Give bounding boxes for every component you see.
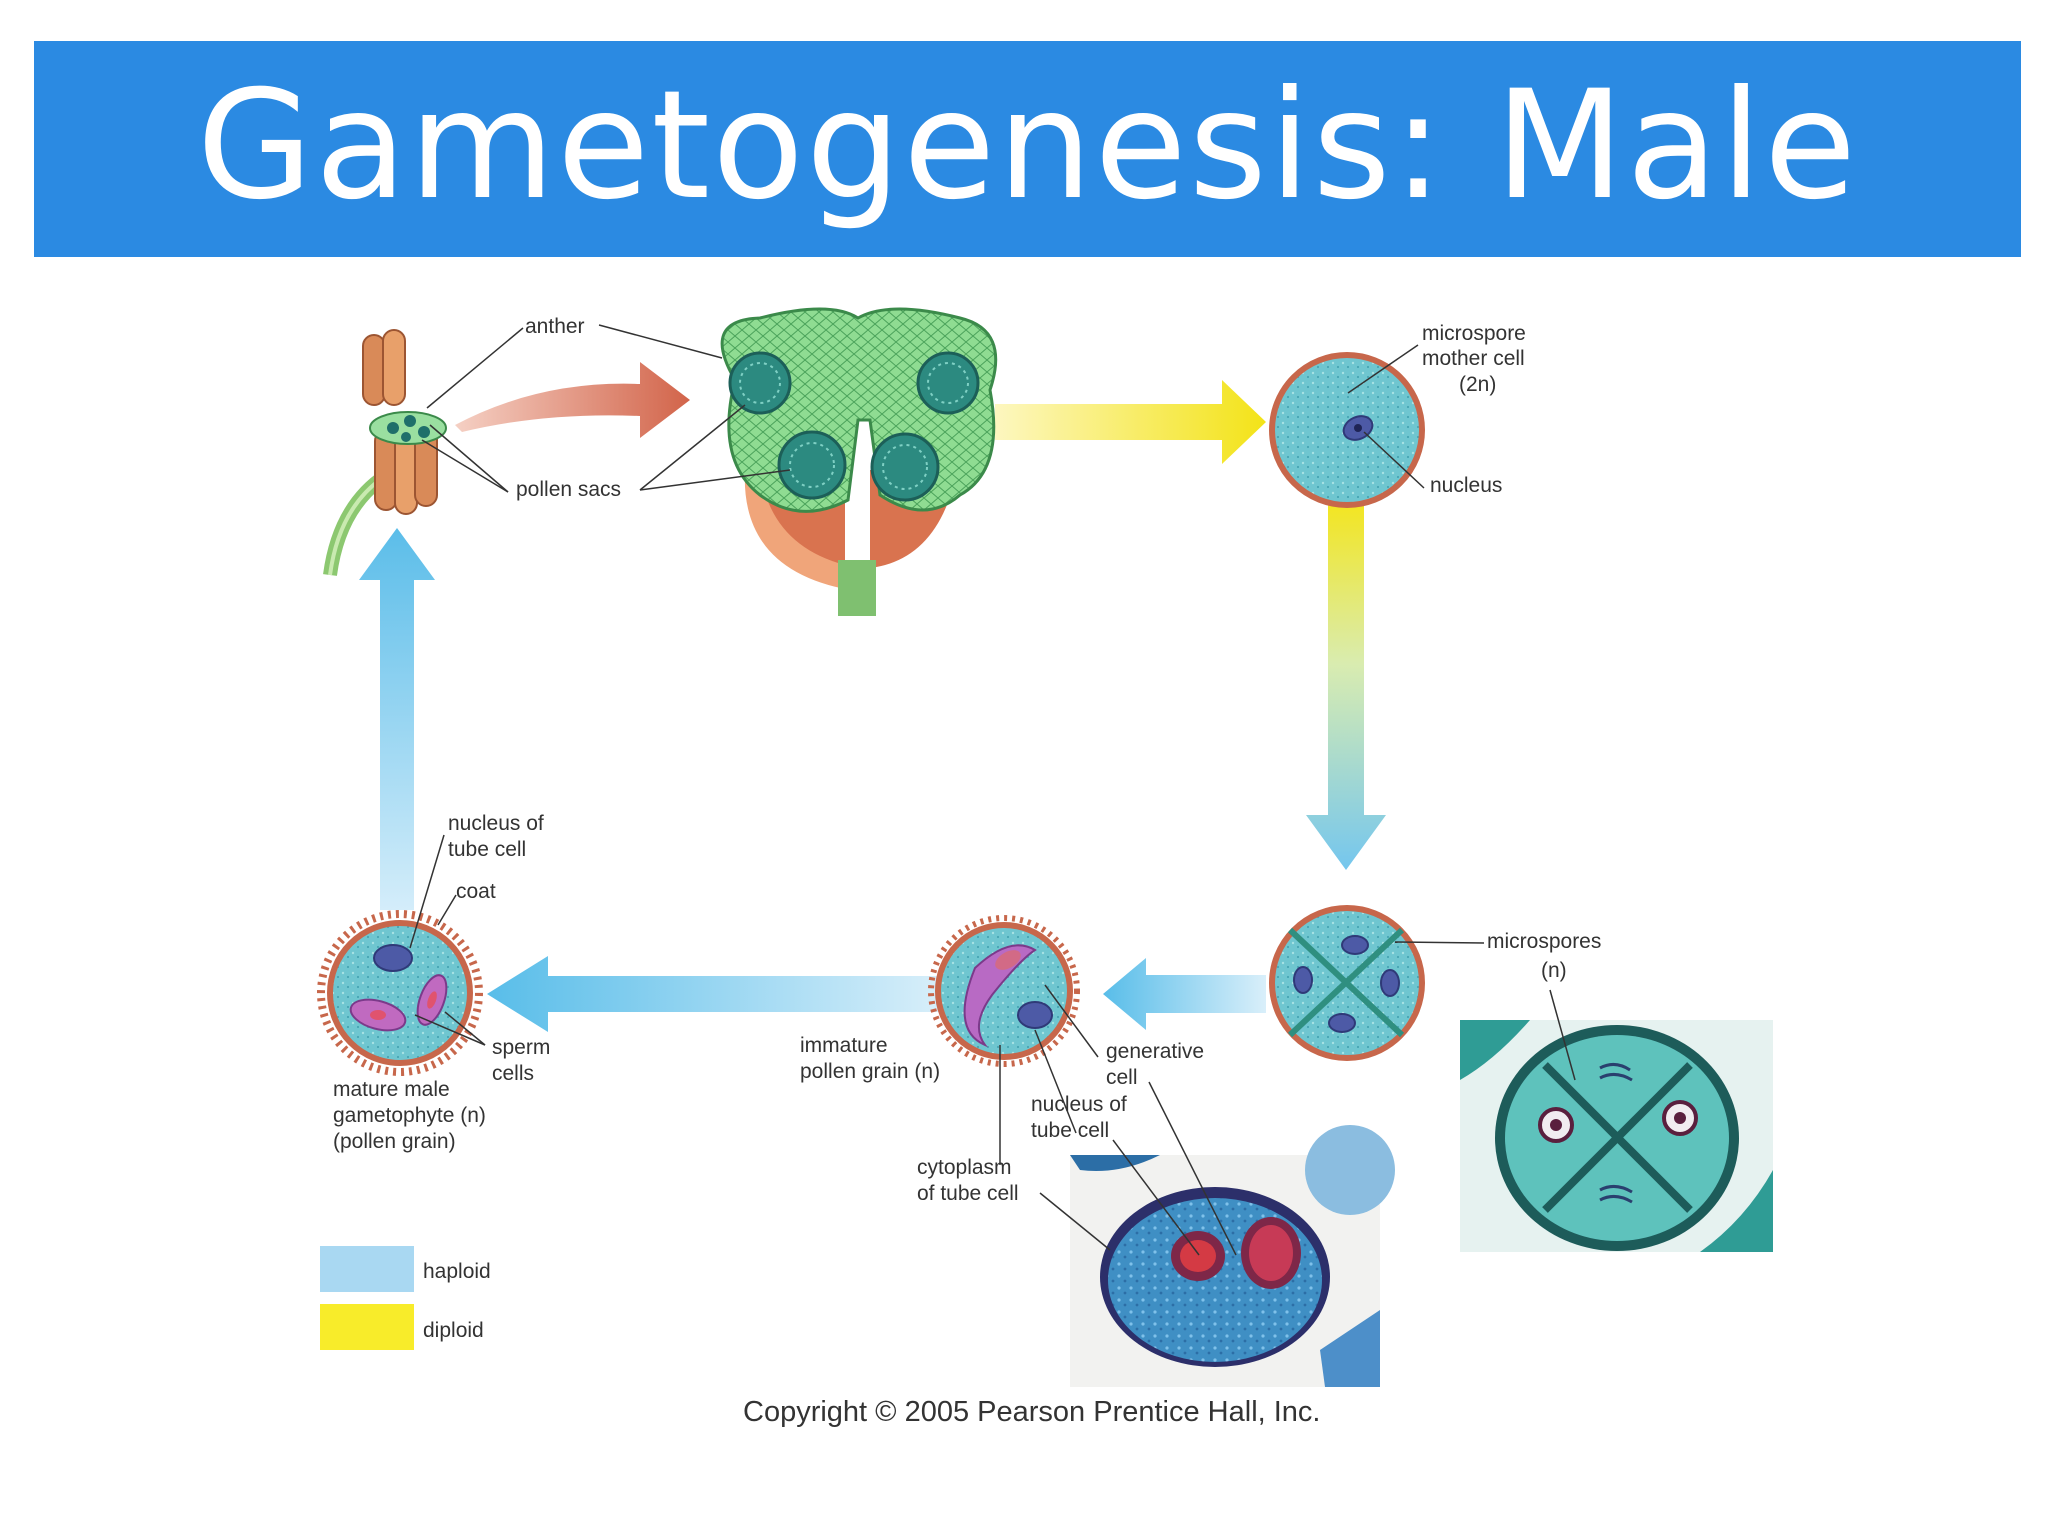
legend-label-haploid: haploid — [423, 1260, 491, 1283]
label-microspores-n: (n) — [1541, 959, 1567, 982]
legend-swatch-diploid — [320, 1304, 414, 1350]
label-nucleus-of-lower: nucleus of — [1031, 1093, 1127, 1116]
haploid-arrow-up — [359, 528, 435, 910]
microspore-mother-cell — [1269, 352, 1425, 508]
label-nucleus-of-upper: nucleus of — [448, 812, 544, 835]
label-microspore: microspore — [1422, 322, 1526, 345]
copyright-notice: Copyright © 2005 Pearson Prentice Hall, … — [743, 1396, 1321, 1428]
title-banner: Gametogenesis: Male — [34, 41, 2021, 257]
label-pollen-grain-n: pollen grain (n) — [800, 1060, 940, 1083]
anther-cross-section — [720, 307, 998, 616]
legend: haploid diploid — [320, 1246, 491, 1350]
label-generative-cell: cell — [1106, 1066, 1138, 1089]
microspore-tetrad — [1269, 905, 1425, 1061]
stamen-illustration — [323, 329, 447, 576]
label-gametophyte-n: gametophyte (n) — [333, 1104, 486, 1127]
label-2n: (2n) — [1459, 373, 1496, 396]
label-pollen-sacs: pollen sacs — [516, 478, 621, 501]
label-tube-cell-upper: tube cell — [448, 838, 526, 861]
label-immature: immature — [800, 1034, 888, 1057]
leader-lines — [409, 324, 1576, 1256]
micrograph-pollen — [1070, 1125, 1395, 1387]
label-anther: anther — [525, 315, 585, 338]
micrograph-tetrad — [1460, 1020, 1773, 1252]
anther-enlarge-arrow — [455, 362, 690, 438]
label-mature-male: mature male — [333, 1078, 450, 1101]
label-of-tube-cell: of tube cell — [917, 1182, 1019, 1205]
diploid-arrow-right — [995, 380, 1266, 464]
label-generative: generative — [1106, 1040, 1204, 1063]
label-sperm: sperm — [492, 1036, 550, 1059]
legend-label-diploid: diploid — [423, 1319, 484, 1342]
label-pollen-grain-paren: (pollen grain) — [333, 1130, 456, 1153]
label-microspores: microspores — [1487, 930, 1601, 953]
diploid-to-haploid-arrow-down — [1306, 496, 1386, 870]
label-nucleus: nucleus — [1430, 474, 1502, 497]
immature-pollen-grain — [928, 915, 1080, 1067]
slide-title: Gametogenesis: Male — [196, 59, 1859, 233]
label-cells: cells — [492, 1062, 534, 1085]
legend-swatch-haploid — [320, 1246, 414, 1292]
label-cytoplasm: cytoplasm — [917, 1156, 1012, 1179]
mature-pollen-grain — [317, 910, 483, 1076]
label-mother-cell: mother cell — [1422, 347, 1525, 370]
label-coat: coat — [456, 880, 496, 903]
haploid-arrow-left-long — [487, 956, 945, 1032]
haploid-arrow-left-short — [1103, 958, 1266, 1030]
label-tube-cell-lower: tube cell — [1031, 1119, 1109, 1142]
